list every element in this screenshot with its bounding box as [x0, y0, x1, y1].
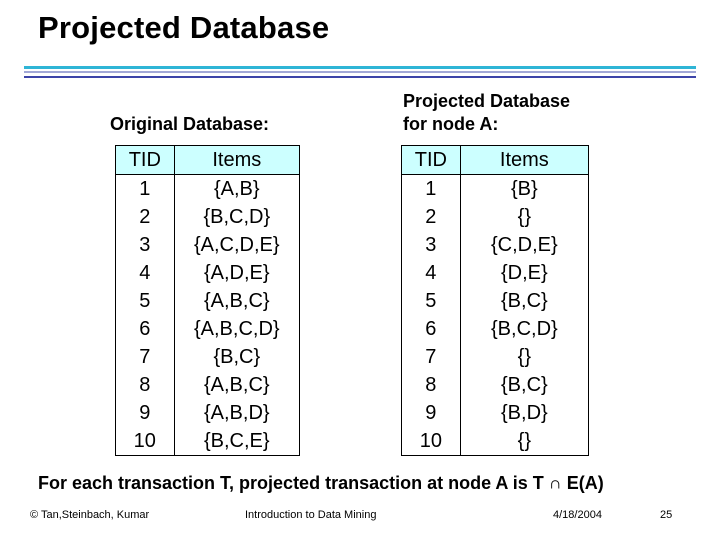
tid-cell: 2	[115, 203, 175, 231]
table-row: 3 {A,C,D,E}	[115, 231, 300, 259]
footer-date: 4/18/2004	[553, 509, 602, 521]
tid-cell: 8	[401, 371, 461, 399]
items-cell: {C,D,E}	[491, 233, 558, 256]
projected-database-label-line2: for node A:	[403, 114, 499, 134]
table-row: 9 {A,B,D}	[115, 399, 300, 427]
items-cell: {A,B,C}	[203, 373, 270, 396]
tid-cell: 3	[401, 231, 461, 259]
title-divider-top	[24, 66, 696, 69]
table-header-row: TID Items	[401, 145, 589, 175]
tid-cell: 5	[401, 287, 461, 315]
items-cell: {B}	[511, 177, 538, 200]
items-cell: {B,D}	[501, 401, 548, 424]
table-row: 4 {D,E}	[401, 259, 589, 287]
caption-text: For each transaction T, projected transa…	[38, 473, 544, 493]
tid-cell: 1	[115, 174, 175, 203]
original-database-table: TID Items 1 {A,B} 2 {B,C,D} 3 {A,C,D,E} 4 {A,D,…	[115, 145, 300, 456]
items-cell: {}	[517, 205, 532, 228]
items-column-header: Items	[460, 145, 589, 175]
table-row: 7 {B,C}	[115, 343, 300, 371]
items-cell: {}	[517, 429, 532, 452]
items-cell: {B,C}	[501, 373, 548, 396]
items-cell: {B,C,E}	[203, 429, 270, 452]
table-row: 6 {B,C,D}	[401, 315, 589, 343]
projected-database-table: TID Items 1 {B} 2 {} 3 {C,D,E} 4 {D,E} 5 {B,C} 6 {B…	[401, 145, 589, 456]
tid-cell: 10	[115, 427, 175, 456]
items-cell: {A,B,C,D}	[193, 317, 280, 340]
tid-cell: 3	[115, 231, 175, 259]
tid-cell: 6	[115, 315, 175, 343]
projected-database-label-line1: Projected Database	[403, 91, 571, 111]
tid-column-header: TID	[115, 145, 175, 175]
items-cell: {D,E}	[501, 261, 548, 284]
items-cell: {A,B}	[213, 177, 260, 200]
tid-cell: 10	[401, 427, 461, 456]
items-cell: {B,C,D}	[491, 317, 558, 340]
items-cell: {B,C}	[213, 345, 261, 368]
table-row: 6 {A,B,C,D}	[115, 315, 300, 343]
caption: For each transaction T, projected transa…	[38, 473, 604, 494]
caption-suffix: E(A)	[566, 473, 604, 493]
items-cell: {A,B,D}	[203, 401, 270, 424]
items-cell: {A,D,E}	[203, 261, 270, 284]
tid-cell: 7	[115, 343, 175, 371]
page-title: Projected Database	[38, 10, 330, 45]
tid-cell: 4	[115, 259, 175, 287]
footer-course: Introduction to Data Mining	[245, 509, 377, 521]
table-row: 5 {A,B,C}	[115, 287, 300, 315]
table-row: 7 {}	[401, 343, 589, 371]
table-header-row: TID Items	[115, 145, 300, 175]
title-divider-bottom	[24, 76, 696, 78]
tid-cell: 9	[115, 399, 175, 427]
table-row: 10 {B,C,E}	[115, 427, 300, 456]
table-row: 8 {A,B,C}	[115, 371, 300, 399]
tid-cell: 8	[115, 371, 175, 399]
table-row: 2 {}	[401, 203, 589, 231]
footer-page-number: 25	[660, 509, 673, 521]
table-row: 1 {A,B}	[115, 174, 300, 203]
table-row: 10 {}	[401, 427, 589, 456]
projected-database-label: Projected Database for node A:	[403, 90, 570, 136]
table-row: 2 {B,C,D}	[115, 203, 300, 231]
items-cell: {A,C,D,E}	[193, 233, 280, 256]
tid-cell: 6	[401, 315, 461, 343]
table-row: 4 {A,D,E}	[115, 259, 300, 287]
table-row: 1 {B}	[401, 174, 589, 203]
tid-column-header: TID	[401, 145, 461, 175]
table-row: 5 {B,C}	[401, 287, 589, 315]
title-divider-middle	[24, 71, 696, 73]
footer-copyright: © Tan,Steinbach, Kumar	[30, 509, 150, 521]
tid-cell: 9	[401, 399, 461, 427]
items-cell: {B,C,D}	[203, 205, 271, 228]
tid-cell: 2	[401, 203, 461, 231]
items-cell: {A,B,C}	[203, 289, 270, 312]
table-row: 8 {B,C}	[401, 371, 589, 399]
table-row: 9 {B,D}	[401, 399, 589, 427]
tid-cell: 7	[401, 343, 461, 371]
items-column-header: Items	[174, 145, 300, 175]
table-row: 3 {C,D,E}	[401, 231, 589, 259]
intersection-symbol: ∩	[548, 474, 562, 493]
items-cell: {B,C}	[501, 289, 548, 312]
items-cell: {}	[517, 345, 532, 368]
tid-cell: 1	[401, 174, 461, 203]
tid-cell: 5	[115, 287, 175, 315]
tid-cell: 4	[401, 259, 461, 287]
original-database-label: Original Database:	[110, 114, 270, 134]
